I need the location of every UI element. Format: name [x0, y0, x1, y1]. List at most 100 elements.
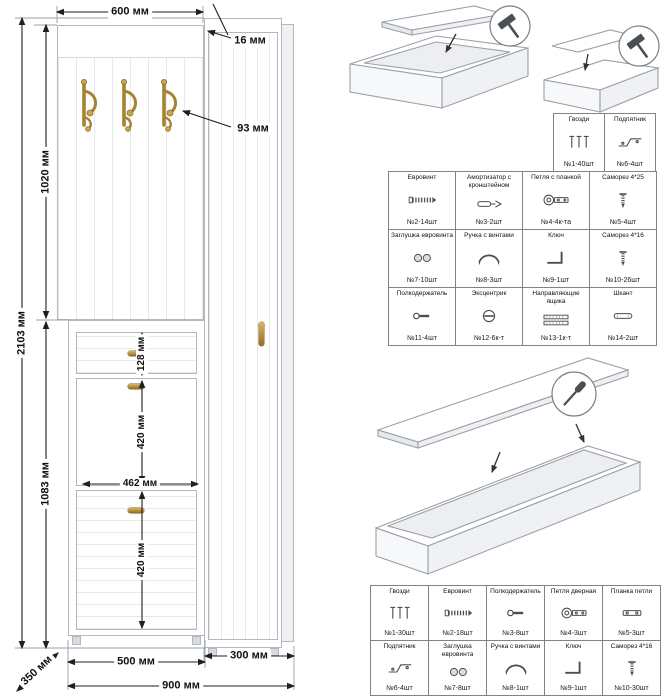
dim-label-total-width: 900 мм	[159, 679, 203, 693]
shelfpin-icon	[406, 306, 438, 326]
handle-icon	[500, 658, 532, 678]
hardware-item-count: №2-18шт	[442, 630, 473, 637]
hardware-item-count: №11-4шт	[407, 335, 437, 342]
hardware-item-name: Ручка с винтами	[490, 643, 541, 650]
hardware-item-count: №5-4шт	[609, 219, 637, 226]
hardware-item-count: №10-26шт	[605, 277, 641, 284]
hardware-item-name: Евровинт	[407, 174, 437, 181]
dim-label-height-upper: 1020 мм	[39, 147, 53, 197]
flap-lower-handle	[128, 508, 144, 513]
hardware-item-name: Петля дверная	[550, 588, 597, 595]
hardware-item: Гвозди №1-40шт	[553, 113, 604, 171]
hardware-item-count: №6-4шт	[386, 685, 413, 692]
hardware-item: Амортизатор с кронштейном №3-2шт	[455, 171, 522, 229]
dim-label-top-width: 600 мм	[108, 5, 152, 19]
hardware-item-name: Саморез 4*25	[602, 174, 644, 181]
hardware-item-name: Саморез 4*16	[602, 232, 644, 239]
hardware-item-name: Подпятник	[383, 643, 416, 650]
hardware-item-name: Направляющие ящика	[532, 290, 580, 305]
hardware-item: Саморез 4*16 №10-30шт	[602, 640, 660, 695]
screw-icon	[616, 658, 648, 678]
coat-hook-icon	[79, 78, 98, 134]
hardware-item-name: Заглушка евровинта	[391, 232, 453, 239]
hardware-item: Направляющие ящика №13-1к-т	[522, 287, 589, 345]
hardware-item-count: №7-8шт	[444, 685, 471, 692]
hinge-plate-icon	[616, 603, 648, 623]
hardware-item-name: Планка петли	[610, 588, 653, 595]
hardware-item-name: Полкодержатель	[490, 588, 541, 595]
dim-label-height-lower: 1083 мм	[39, 459, 53, 509]
hardware-table-upper-extra: Гвозди №1-40шт Подпятник №6-4шт	[553, 113, 656, 172]
hinge-icon	[558, 603, 590, 623]
cabinet-foot	[72, 636, 81, 645]
screw-icon	[607, 248, 639, 268]
hardware-item: Петля дверная №4-3шт	[544, 585, 602, 640]
dim-label-flap-upper: 420 мм	[136, 411, 148, 453]
hammer-icon	[497, 13, 519, 38]
drawer-slides-icon	[540, 310, 572, 330]
hardware-item-name: Заглушка евровинта	[441, 643, 474, 658]
hardware-item-count: №9-1шт	[542, 277, 570, 284]
wardrobe-side-panel	[281, 24, 294, 642]
shelfpin-icon	[500, 603, 532, 623]
screw-icon	[607, 190, 639, 210]
assembly-step-carcass	[374, 357, 642, 575]
coat-panel-top-rail	[58, 26, 203, 58]
footpad-icon	[614, 132, 646, 152]
damper-icon	[473, 194, 505, 214]
hardware-item-count: №7-10шт	[406, 277, 438, 284]
dim-label-flap-lower: 420 мм	[136, 539, 148, 581]
hardware-item: Евровинт №2-14шт	[388, 171, 455, 229]
hardware-item: Ключ №9-1шт	[544, 640, 602, 695]
hardware-item: Шкант №14-2шт	[589, 287, 656, 345]
coat-hook-icon	[119, 78, 138, 134]
hardware-item-count: №13-1к-т	[540, 335, 572, 342]
hardware-item: Подпятник №6-4шт	[370, 640, 428, 695]
hardware-item: Полкодержатель №11-4шт	[388, 287, 455, 345]
hardware-item-count: №1-30шт	[384, 630, 415, 637]
dowel-icon	[607, 306, 639, 326]
hardware-table-upper: Евровинт №2-14шт Амортизатор с кронштейн…	[388, 171, 657, 346]
handle-icon	[473, 248, 505, 268]
hardware-item-count: №4-4к-та	[540, 219, 572, 226]
hardware-item: Саморез 4*25 №5-4шт	[589, 171, 656, 229]
hardware-item-count: №6-4шт	[616, 161, 644, 168]
hardware-item-name: Эксцентрик	[471, 290, 507, 297]
hardware-item-count: №14-2шт	[607, 335, 639, 342]
hardware-item-name: Ручка с винтами	[464, 232, 514, 239]
hardware-table-lower: Гвозди №1-30шт Евровинт №2-18шт Полкодер…	[370, 585, 661, 696]
key-icon	[540, 248, 572, 268]
hardware-item: Полкодержатель №3-8шт	[486, 585, 544, 640]
hardware-item-name: Ключ	[548, 232, 564, 239]
hardware-item-name: Подпятник	[613, 116, 647, 123]
hardware-item-count: №2-14шт	[406, 219, 438, 226]
hardware-item-count: №8-1шт	[502, 685, 529, 692]
hardware-item: Саморез 4*16 №10-26шт	[589, 229, 656, 287]
nails-icon	[563, 132, 595, 152]
dim-label-drawer-front: 128 мм	[136, 333, 148, 375]
hardware-item: Заглушка евровинта №7-8шт	[428, 640, 486, 695]
hardware-item: Ручка с винтами №8-1шт	[486, 640, 544, 695]
hardware-item: Петля с планкой №4-4к-та	[522, 171, 589, 229]
cam-icon	[473, 306, 505, 326]
cap-icon	[442, 662, 474, 682]
dim-label-cabinet-width: 500 мм	[114, 655, 158, 669]
hardware-item: Евровинт №2-18шт	[428, 585, 486, 640]
euroscrew-icon	[442, 603, 474, 623]
coat-hooks	[79, 78, 178, 134]
hardware-item: Планка петли №5-3шт	[602, 585, 660, 640]
dim-label-panel-thickness: 16 мм	[231, 34, 269, 48]
hardware-item-count: №3-8шт	[502, 630, 529, 637]
hardware-item-name: Гвозди	[389, 588, 410, 595]
coat-panel	[57, 25, 204, 320]
footpad-icon	[384, 658, 416, 678]
hardware-item-name: Гвозди	[568, 116, 590, 123]
dim-label-inner-width: 462 мм	[119, 478, 161, 490]
nails-icon	[384, 603, 416, 623]
wardrobe-foot	[270, 648, 279, 656]
hardware-item-count: №9-1шт	[560, 685, 587, 692]
screwdriver-icon	[563, 381, 586, 406]
dim-label-height-total: 2103 мм	[15, 308, 29, 358]
hardware-item: Ручка с винтами №8-3шт	[455, 229, 522, 287]
hardware-item-name: Шкант	[613, 290, 633, 297]
